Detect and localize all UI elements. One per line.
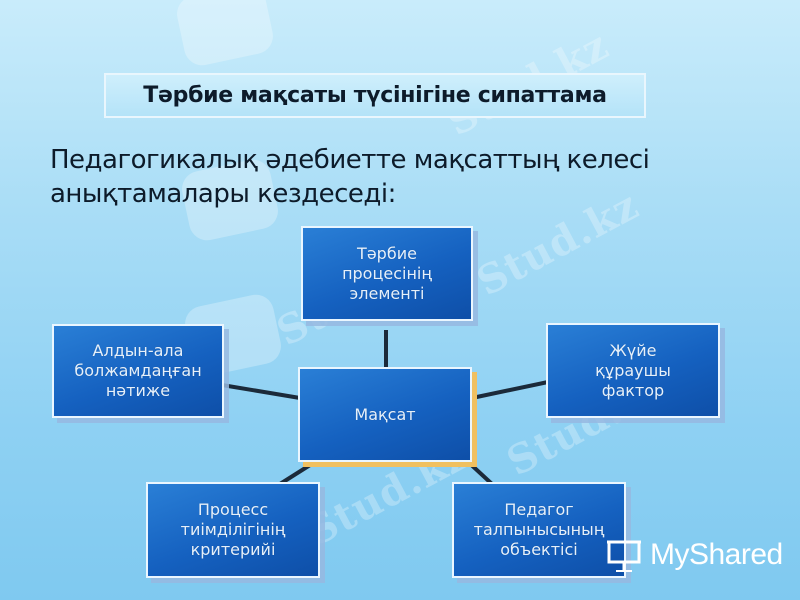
node-right-label: Жүйе құраушы фактор bbox=[595, 340, 671, 400]
node-top: Тәрбие процесінің элементі bbox=[301, 226, 473, 321]
node-top-label: Тәрбие процесінің элементі bbox=[342, 243, 432, 303]
node-center-label: Мақсат bbox=[354, 404, 416, 424]
presentation-icon bbox=[607, 540, 641, 572]
node-left: Алдын-ала болжамдаңған нәтиже bbox=[52, 324, 224, 418]
intro-line-2: анықтамалары кездеседі: bbox=[50, 179, 396, 209]
brand-name: MyShared bbox=[650, 538, 783, 571]
node-bottom-left: Процесс тиімділігінің критерийі bbox=[146, 482, 320, 578]
intro-line-1: Педагогикалық әдебиетте мақсаттың келесі bbox=[50, 145, 650, 175]
connector-right bbox=[471, 380, 549, 400]
node-bottom-left-label: Процесс тиімділігінің критерийі bbox=[180, 500, 286, 559]
slide-title-box: Тәрбие мақсаты түсінігіне сипаттама bbox=[104, 73, 646, 118]
connector-bottom-right bbox=[464, 458, 494, 486]
intro-text: Педагогикалық әдебиетте мақсаттың келесі… bbox=[50, 143, 770, 211]
node-center: Мақсат bbox=[298, 367, 472, 462]
myshared-logo: MyShared bbox=[606, 535, 783, 575]
node-right: Жүйе құраушы фактор bbox=[546, 323, 720, 418]
node-bottom-right: Педагог талпынысының объектісі bbox=[452, 482, 626, 578]
node-left-label: Алдын-ала болжамдаңған нәтиже bbox=[74, 341, 202, 400]
connector-left bbox=[221, 383, 301, 400]
node-bottom-right-label: Педагог талпынысының объектісі bbox=[473, 500, 605, 559]
connector-bottom-left bbox=[278, 458, 320, 486]
slide-title: Тәрбие мақсаты түсінігіне сипаттама bbox=[143, 83, 607, 108]
